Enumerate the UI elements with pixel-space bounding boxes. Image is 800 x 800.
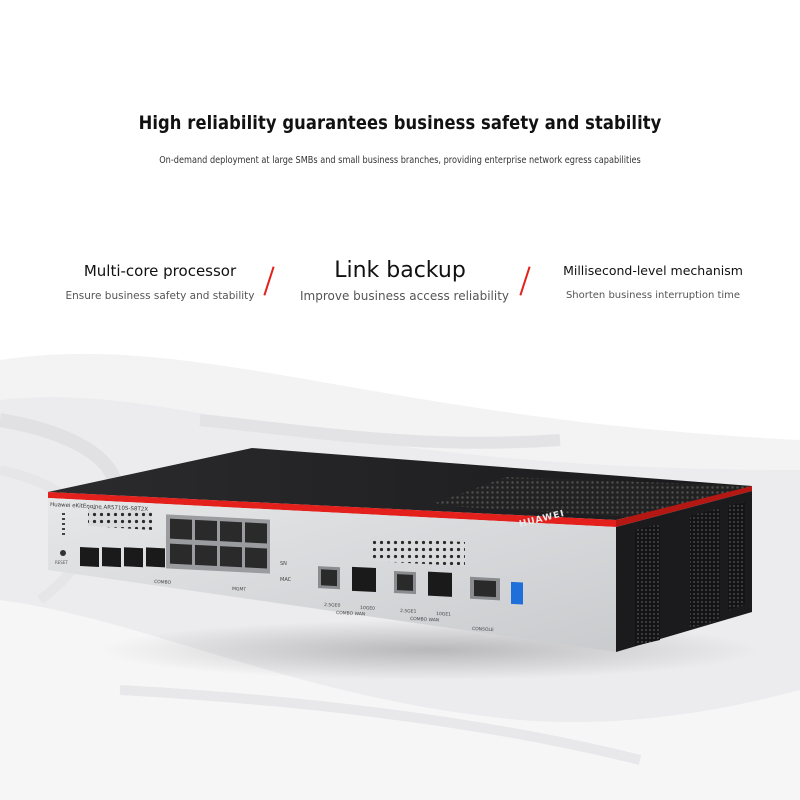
red-stripe bbox=[48, 492, 616, 527]
port-label-10ge1: 10GE1 bbox=[436, 611, 451, 618]
rj45-port[interactable] bbox=[170, 543, 192, 565]
rj45-port[interactable] bbox=[220, 521, 242, 543]
port-label-2-5ge0: 2.5GE0 bbox=[324, 602, 341, 609]
feature-millisecond: Millisecond-level mechanism Shorten busi… bbox=[548, 263, 758, 301]
rj45-port[interactable] bbox=[170, 518, 192, 540]
sfp-ports bbox=[80, 547, 165, 568]
headline: High reliability guarantees business saf… bbox=[138, 112, 662, 134]
feature-link-backup: Link backup Improve business access reli… bbox=[300, 258, 510, 303]
console-label: CONSOLE bbox=[472, 626, 494, 633]
rj45-port[interactable] bbox=[245, 522, 267, 544]
combo-label: COMBO bbox=[154, 579, 172, 586]
model-text: Huawei eKitEngine AR5710S-S8T2X bbox=[50, 502, 149, 513]
sfp-port[interactable] bbox=[102, 547, 121, 568]
mgmt-label: MGMT bbox=[232, 586, 247, 593]
sfp-port[interactable] bbox=[80, 547, 99, 568]
rj45-port[interactable] bbox=[195, 544, 217, 566]
port-label-10ge0: 10GE0 bbox=[360, 605, 375, 612]
combo-wan-label-1: COMBO WAN bbox=[410, 616, 439, 623]
status-leds bbox=[62, 513, 65, 535]
wan-ports bbox=[318, 566, 523, 605]
rj45-port[interactable] bbox=[195, 519, 217, 541]
reset-button[interactable] bbox=[60, 550, 66, 556]
feature-multi-core: Multi-core processor Ensure business saf… bbox=[60, 262, 260, 302]
feature-subtitle: Shorten business interruption time bbox=[565, 290, 741, 301]
port-label-2-5ge1: 2.5GE1 bbox=[400, 608, 417, 615]
sfp-port[interactable] bbox=[428, 571, 452, 597]
rj45-port[interactable] bbox=[220, 546, 242, 568]
rj45-ports bbox=[166, 514, 270, 574]
feature-title: Millisecond-level mechanism bbox=[563, 263, 743, 278]
feature-subtitle: Improve business access reliability bbox=[300, 289, 510, 303]
sfp-port[interactable] bbox=[146, 547, 165, 568]
feature-title: Link backup bbox=[334, 258, 466, 283]
subline: On-demand deployment at large SMBs and s… bbox=[159, 155, 641, 166]
mac-label: MAC bbox=[280, 577, 292, 583]
sfp-port[interactable] bbox=[352, 566, 376, 593]
feature-subtitle: Ensure business safety and stability bbox=[65, 290, 255, 302]
sn-label: SN bbox=[280, 561, 287, 567]
usb-port[interactable] bbox=[511, 581, 523, 605]
combo-wan-label-0: COMBO WAN bbox=[336, 610, 365, 617]
feature-title: Multi-core processor bbox=[83, 262, 237, 280]
reset-label: RESET bbox=[55, 560, 68, 565]
sfp-port[interactable] bbox=[124, 547, 143, 568]
rj45-port[interactable] bbox=[245, 547, 267, 569]
